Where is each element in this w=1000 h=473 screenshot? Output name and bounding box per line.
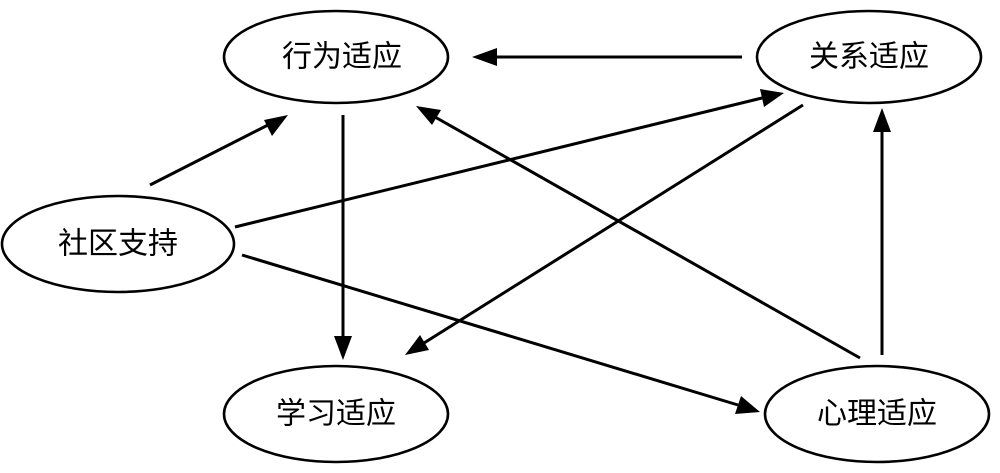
- edge-relation-to-learning: [405, 103, 804, 355]
- node-behavior: 行为适应: [222, 9, 450, 105]
- edge-community-to-behavior: [149, 115, 288, 187]
- edge-community-to-psych: [241, 253, 760, 414]
- node-psych-shape: [763, 364, 991, 464]
- node-relation: 关系适应: [755, 9, 983, 105]
- node-behavior-shape: [222, 9, 450, 105]
- node-learning: 学习适应: [222, 364, 450, 464]
- node-behavior-label: 行为适应: [282, 40, 402, 75]
- node-learning-label: 学习适应: [276, 397, 396, 432]
- node-community: 社区支持: [0, 194, 236, 294]
- node-psych-label: 心理适应: [817, 397, 937, 432]
- edge-relation-to-behavior: [472, 48, 742, 66]
- node-psych: 心理适应: [763, 364, 991, 464]
- edge-community-to-relation: [234, 89, 784, 229]
- node-community-shape: [0, 194, 236, 294]
- edge-behavior-to-learning: [334, 115, 352, 360]
- edges: [149, 48, 891, 414]
- node-relation-label: 关系适应: [809, 40, 929, 75]
- edge-psych-to-behavior: [416, 106, 861, 360]
- node-community-label: 社区支持: [58, 227, 178, 262]
- node-learning-shape: [222, 364, 450, 464]
- node-relation-shape: [755, 9, 983, 105]
- edge-psych-to-relation: [873, 108, 891, 355]
